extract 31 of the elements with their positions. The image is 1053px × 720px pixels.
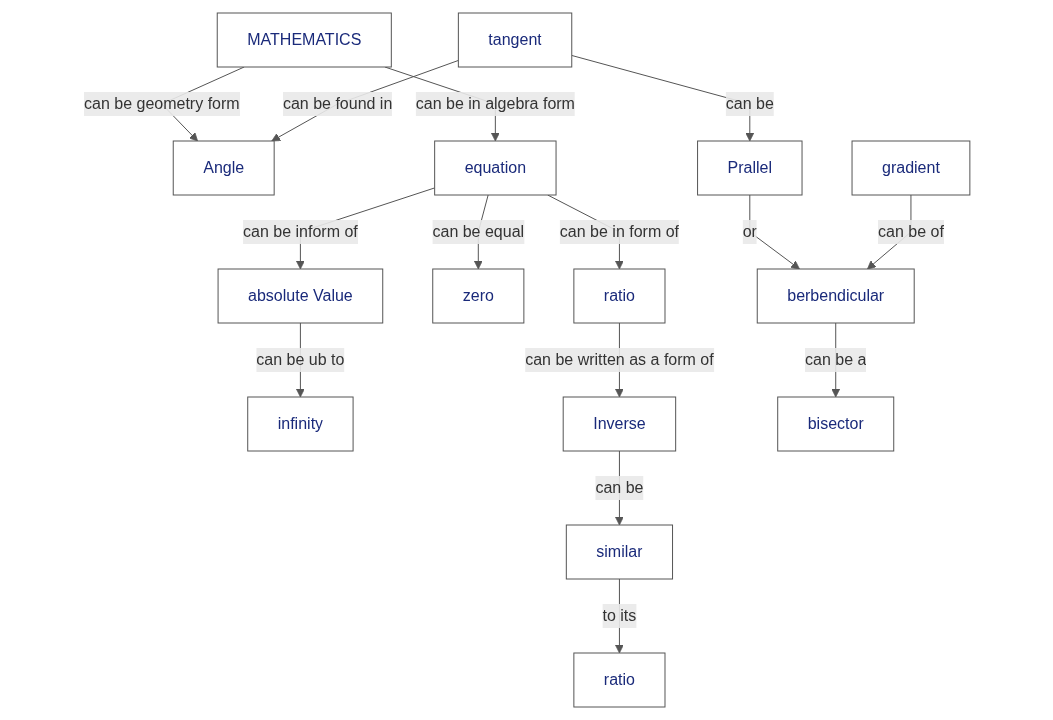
node-box: absolute Value [217,268,383,324]
node-box: tangent [457,12,572,68]
node-box: berbendicular [756,268,915,324]
edge-label: can be of [877,223,944,240]
edge-label: can be in algebra form [415,95,575,112]
node-box: ratio [572,268,666,324]
arrow [748,194,800,270]
edge-label: can be [594,479,644,496]
edge-label: can be [725,95,774,112]
node-box: Inverse [562,396,676,452]
edge-label: can be found in [282,95,392,112]
edge-label: can be a [804,351,866,368]
arrow [270,59,459,142]
node-box: zero [431,268,524,324]
node-box: ratio [572,652,666,708]
edge-label: or [742,223,757,240]
edge-label: can be in form of [559,223,679,240]
edge-label: can be inform of [242,223,358,240]
edge-label: can be ub to [255,351,344,368]
edge-label: can be written as a form of [524,351,714,368]
node-box: gradient [851,140,970,196]
edge-label: to its [602,607,636,624]
edge-label: can be equal [432,223,524,240]
node-box: Angle [172,140,275,196]
node-box: equation [433,140,557,196]
node-box: infinity [246,396,354,452]
edge-label: can be geometry form [83,95,240,112]
node-box: similar [565,524,673,580]
node-box: bisector [776,396,894,452]
node-box: Prallel [696,140,803,196]
node-box: MATHEMATICS [216,12,392,68]
